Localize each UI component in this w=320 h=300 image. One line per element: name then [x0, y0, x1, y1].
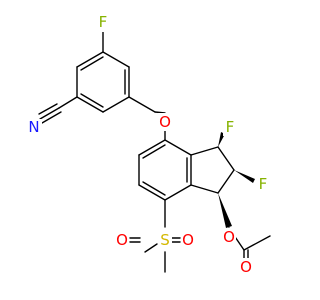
- wedge-layer: [218, 132, 255, 228]
- fluorine-1-label: F: [226, 118, 235, 136]
- wedge-bond: [234, 170, 255, 183]
- bond: [190, 184, 219, 194]
- nitrile-nitrogen-label: N: [28, 118, 39, 136]
- bond: [80, 93, 104, 108]
- atom-bg: [26, 119, 42, 137]
- ether-oxygen-label: O: [159, 113, 171, 131]
- atom-bg: [181, 231, 195, 249]
- bond: [102, 96, 130, 113]
- molecule-structure: F N O F F O O S O O: [26, 13, 271, 276]
- bond: [142, 144, 166, 159]
- sulfur-label: S: [160, 231, 170, 249]
- carbonyl-oxygen-label: O: [240, 258, 252, 276]
- atom-bg: [256, 175, 270, 193]
- acetate-oxygen-label: O: [223, 228, 235, 246]
- bond: [76, 51, 104, 68]
- fluorine-2-label: F: [259, 175, 268, 193]
- bond: [41, 111, 62, 124]
- bond: [138, 184, 166, 201]
- bond: [58, 96, 78, 109]
- bond: [128, 96, 156, 113]
- bond: [102, 51, 130, 68]
- structure-canvas: F N O F F O O S O O: [26, 13, 271, 276]
- bond: [217, 146, 235, 171]
- fluorine-aryl-label: F: [99, 13, 108, 31]
- sulfonyl-oxygen-right-label: O: [182, 231, 194, 249]
- atom-bg: [223, 118, 237, 136]
- atom-bg: [158, 113, 172, 131]
- atom-bg: [239, 258, 253, 276]
- bond: [80, 56, 104, 71]
- atom-bg: [222, 228, 236, 246]
- bond: [164, 139, 192, 156]
- bond: [142, 181, 166, 196]
- atom-bg: [96, 14, 110, 32]
- bond-layer: [38, 31, 271, 273]
- bond: [217, 169, 235, 194]
- atom-bg: [158, 231, 172, 249]
- bond: [190, 146, 219, 156]
- bond: [38, 103, 58, 115]
- atom-layer: F N O F F O O S O O: [26, 13, 270, 276]
- sulfonyl-oxygen-left-label: O: [116, 231, 128, 249]
- bond: [138, 139, 166, 156]
- bond: [154, 111, 166, 114]
- atom-bg: [115, 231, 129, 249]
- wedge-bond: [218, 193, 232, 228]
- bond: [39, 107, 60, 120]
- bond: [243, 235, 271, 251]
- bond: [164, 184, 192, 201]
- bond: [144, 243, 158, 253]
- bond: [76, 96, 104, 113]
